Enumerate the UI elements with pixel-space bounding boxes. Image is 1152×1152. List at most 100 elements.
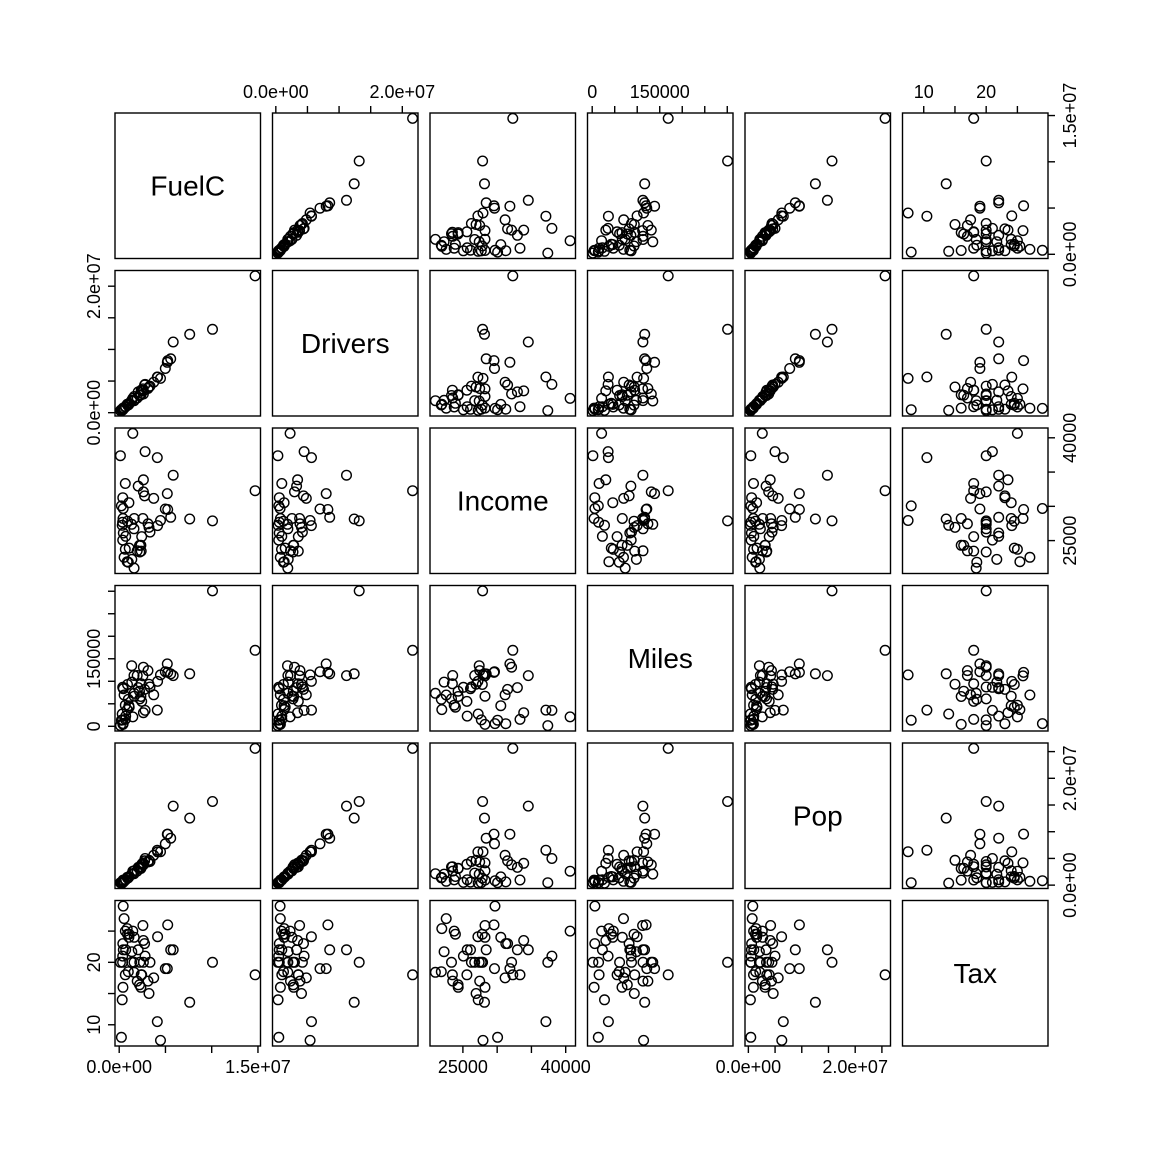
scatter-point [593,516,605,528]
scatter-point [506,661,518,673]
scatter-point [348,178,360,190]
scatter-point [479,865,491,877]
scatter-point [447,392,459,404]
scatter-point [1008,871,1020,883]
scatter-point [965,492,977,504]
scatter-point [298,938,310,950]
scatter-point [999,855,1011,867]
scatter-point [879,270,891,282]
scatter-point [986,681,998,693]
scatter-point [278,923,290,935]
scatter-point [767,938,779,950]
scatter-point [296,526,308,538]
scatter-point [745,527,757,539]
scatter-point [784,963,796,975]
scatter-point [662,112,674,124]
scatter-point [304,1034,316,1046]
scatter-point [753,946,765,958]
scatter-point [642,856,654,868]
scatter-point [120,530,132,542]
scatter-point [624,944,636,956]
scatter-point [507,742,519,754]
panel-frame [586,269,734,417]
scatter-point [623,223,635,235]
scatter-point [629,969,641,981]
scatter-point [767,988,779,1000]
scatter-point [961,518,973,530]
scatter-point [479,996,491,1008]
scatter-point [273,956,285,968]
scatter-point [279,871,291,883]
scatter-point [722,155,734,167]
scatter-point [991,868,1003,880]
scatter-point [446,956,458,968]
scatter-point [274,981,286,993]
scatter-point [139,683,151,695]
scatter-point [766,665,778,677]
scatter-point [949,218,961,230]
scatter-point [600,224,612,236]
scatter-point [540,210,552,222]
panel-frame [901,584,1049,732]
scatter-point [546,378,558,390]
scatter-point [436,704,448,716]
scatter-point [151,452,163,464]
scatter-point [272,708,284,720]
scatter-point [826,956,838,968]
scatter-point [1011,865,1023,877]
scatter-point [341,469,353,481]
scatter-point [506,859,518,871]
scatter-point [128,562,140,574]
scatter-point [353,956,365,968]
scatter-point [744,994,756,1006]
variable-label: FuelC [150,170,225,201]
scatter-point [477,1034,489,1046]
scatter-point [921,210,933,222]
scatter-point [993,336,1005,348]
scatter-point [993,229,1005,241]
scatter-point [999,490,1011,502]
scatter-point [1006,371,1018,383]
scatter-point [968,545,980,557]
scatter-point [999,718,1011,730]
panel-frame [271,584,419,732]
scatter-point [127,711,139,723]
scatter-point [618,214,630,226]
scatter-point [137,513,149,525]
scatter-point [879,969,891,981]
scatter-point [1011,235,1023,247]
panel-Drivers-vs-Miles [586,269,734,417]
panel-frame [586,899,734,1047]
scatter-point [1014,556,1026,568]
scatter-point [993,527,1005,539]
scatter-point [879,644,891,656]
scatter-point [479,233,491,245]
scatter-point [479,690,491,702]
scatter-point [286,931,298,943]
scatter-point [765,920,777,932]
scatter-point [475,714,487,726]
scatter-point [777,452,789,464]
scatter-point [1005,391,1017,403]
scatter-point [1005,513,1017,525]
scatter-point [272,450,284,462]
scatter-point [949,521,961,533]
scatter-point [589,900,601,912]
panel-frame [586,427,734,575]
scatter-point [472,404,484,416]
scatter-point [135,545,147,557]
scatter-point [602,1016,614,1028]
scatter-point [611,531,623,543]
axis-tick-label: 0 [587,82,597,102]
scatter-point [477,155,489,167]
scatter-point [921,844,933,856]
scatter-point [477,372,489,384]
scatter-point [616,233,628,245]
diagonal-panel-FuelC: FuelC [114,112,262,260]
scatter-point [522,194,534,206]
scatter-point [809,513,821,525]
scatter-point [623,379,635,391]
scatter-point [637,383,649,395]
